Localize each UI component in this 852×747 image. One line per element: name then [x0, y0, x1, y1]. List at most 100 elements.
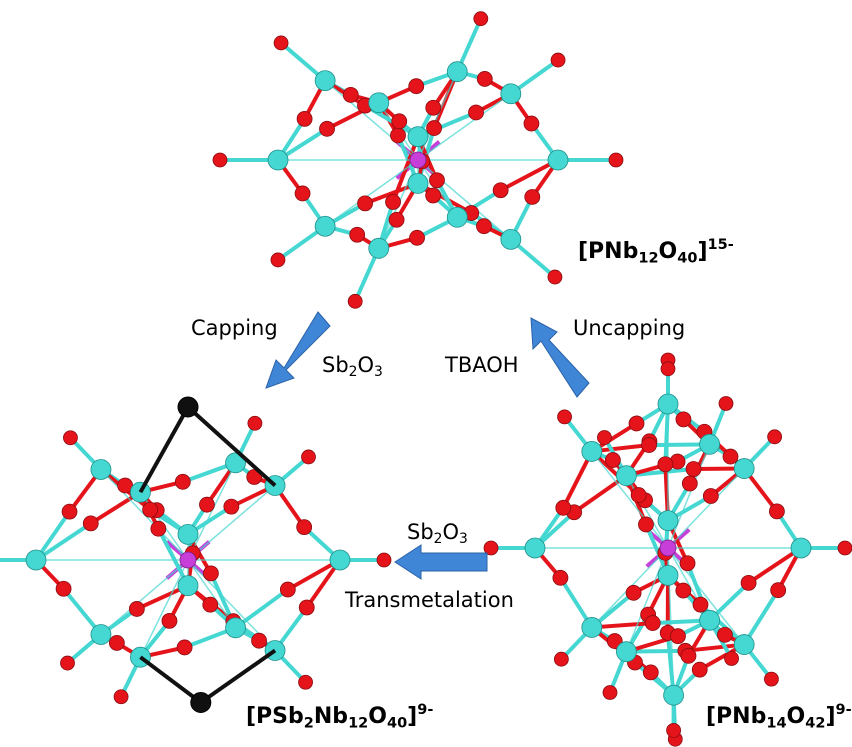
- niobium-atom: [368, 92, 390, 114]
- niobium-atom: [407, 172, 429, 194]
- oxygen-atom: [203, 565, 219, 582]
- reagent-part: Sb: [322, 353, 349, 377]
- niobium-atom: [25, 549, 47, 571]
- niobium-atom: [267, 149, 289, 171]
- formula-part: [PSb: [246, 704, 304, 729]
- oxygen-atom: [702, 488, 719, 504]
- oxygen-atom: [767, 429, 783, 445]
- oxygen-atom: [740, 574, 757, 591]
- oxygen-atom: [675, 582, 692, 599]
- oxygen-atom: [202, 596, 219, 613]
- formula-subscript: 40: [386, 715, 408, 732]
- inner-bond: [667, 468, 745, 549]
- sb-o-bond: [186, 405, 277, 488]
- formula-subscript: 42: [805, 715, 826, 732]
- oxygen-atom: [429, 172, 445, 189]
- formula-subscript: 40: [677, 250, 698, 267]
- oxygen-atom: [174, 473, 191, 490]
- oxygen-atom: [547, 269, 563, 285]
- formula-part: [PNb: [578, 239, 639, 264]
- oxygen-atom: [199, 496, 215, 513]
- oxygen-atom: [555, 499, 572, 516]
- oxygen-atom: [298, 599, 315, 616]
- oxygen-atom: [388, 211, 405, 228]
- oxygen-atom: [161, 612, 178, 629]
- oxygen-atom: [638, 516, 654, 533]
- oxygen-atom: [385, 194, 401, 210]
- oxygen-atom: [604, 452, 621, 468]
- nb-o-bond: [590, 449, 641, 497]
- niobium-atom: [314, 215, 336, 237]
- niobium-atom: [500, 228, 522, 250]
- oxygen-atom: [376, 552, 392, 568]
- oxygen-atom: [298, 674, 313, 690]
- oxygen-atom: [55, 580, 72, 597]
- oxygen-atom: [349, 226, 366, 243]
- niobium-atom: [500, 83, 522, 105]
- niobium-atom: [225, 617, 246, 639]
- oxygen-atom: [342, 86, 359, 103]
- niobium-atom: [615, 465, 637, 487]
- oxygen-atom: [717, 626, 733, 643]
- capping-arrow: [265, 311, 331, 389]
- niobium-atom: [615, 641, 637, 663]
- niobium-atom: [663, 684, 684, 706]
- inner-bond: [324, 80, 419, 161]
- sb-o-bond: [199, 648, 277, 705]
- oxygen-atom: [409, 229, 425, 246]
- oxygen-atom: [391, 113, 408, 130]
- formula-part: ]: [825, 704, 836, 729]
- nb-o-bond: [234, 587, 290, 630]
- oxygen-atom: [390, 127, 406, 144]
- niobium-atom: [177, 575, 199, 597]
- formula-part: ]: [407, 704, 418, 729]
- niobium-atom: [90, 459, 112, 480]
- oxygen-atom: [176, 639, 193, 656]
- nb-o-bond: [572, 474, 628, 514]
- uncapping-reagent: TBAOH: [445, 353, 519, 377]
- oxygen-atom: [675, 411, 692, 428]
- oxygen-atom: [608, 152, 624, 168]
- inner-bond: [324, 159, 419, 227]
- formula-part: O: [786, 704, 806, 729]
- oxygen-atom: [764, 671, 779, 687]
- transmetalation-label: Transmetalation: [345, 588, 514, 612]
- formula-part: O: [368, 704, 387, 729]
- formula-charge: 9-: [835, 702, 852, 718]
- nb-o-bond: [742, 589, 780, 646]
- phosphorus-atom: [659, 539, 677, 557]
- oxygen-atom: [597, 430, 612, 445]
- niobium-atom: [446, 206, 468, 228]
- oxygen-atom: [692, 596, 709, 613]
- oxygen-atom: [657, 456, 674, 473]
- top-cluster-formula: [PNb12O40]15-: [578, 238, 734, 267]
- nb-o-bond: [747, 546, 803, 585]
- oxygen-atom: [319, 120, 335, 137]
- niobium-atom: [657, 393, 679, 415]
- niobium-atom: [368, 237, 390, 259]
- oxygen-atom: [606, 633, 623, 649]
- oxygen-atom: [425, 99, 442, 116]
- transmetalation-arrow: [394, 544, 488, 580]
- oxygen-atom: [273, 35, 289, 51]
- niobium-atom: [733, 458, 755, 479]
- oxygen-atom: [483, 540, 499, 556]
- oxygen-atom: [691, 661, 708, 678]
- oxygen-atom: [681, 475, 698, 492]
- antimony-atom: [177, 396, 199, 418]
- oxygen-atom: [644, 615, 661, 631]
- reagent-part: O: [442, 520, 460, 544]
- oxygen-atom: [679, 555, 696, 572]
- oxygen-atom: [476, 71, 493, 87]
- capping-label: Capping: [191, 316, 278, 340]
- niobium-atom: [699, 609, 721, 631]
- niobium-atom: [524, 537, 546, 559]
- oxygen-atom: [837, 540, 852, 556]
- niobium-atom: [177, 523, 199, 545]
- niobium-atom: [733, 634, 755, 655]
- oxygen-atom: [408, 78, 425, 95]
- niobium-atom: [790, 537, 812, 559]
- inner-bond: [625, 547, 669, 652]
- oxygen-atom: [722, 448, 739, 465]
- oxygen-atom: [468, 104, 484, 121]
